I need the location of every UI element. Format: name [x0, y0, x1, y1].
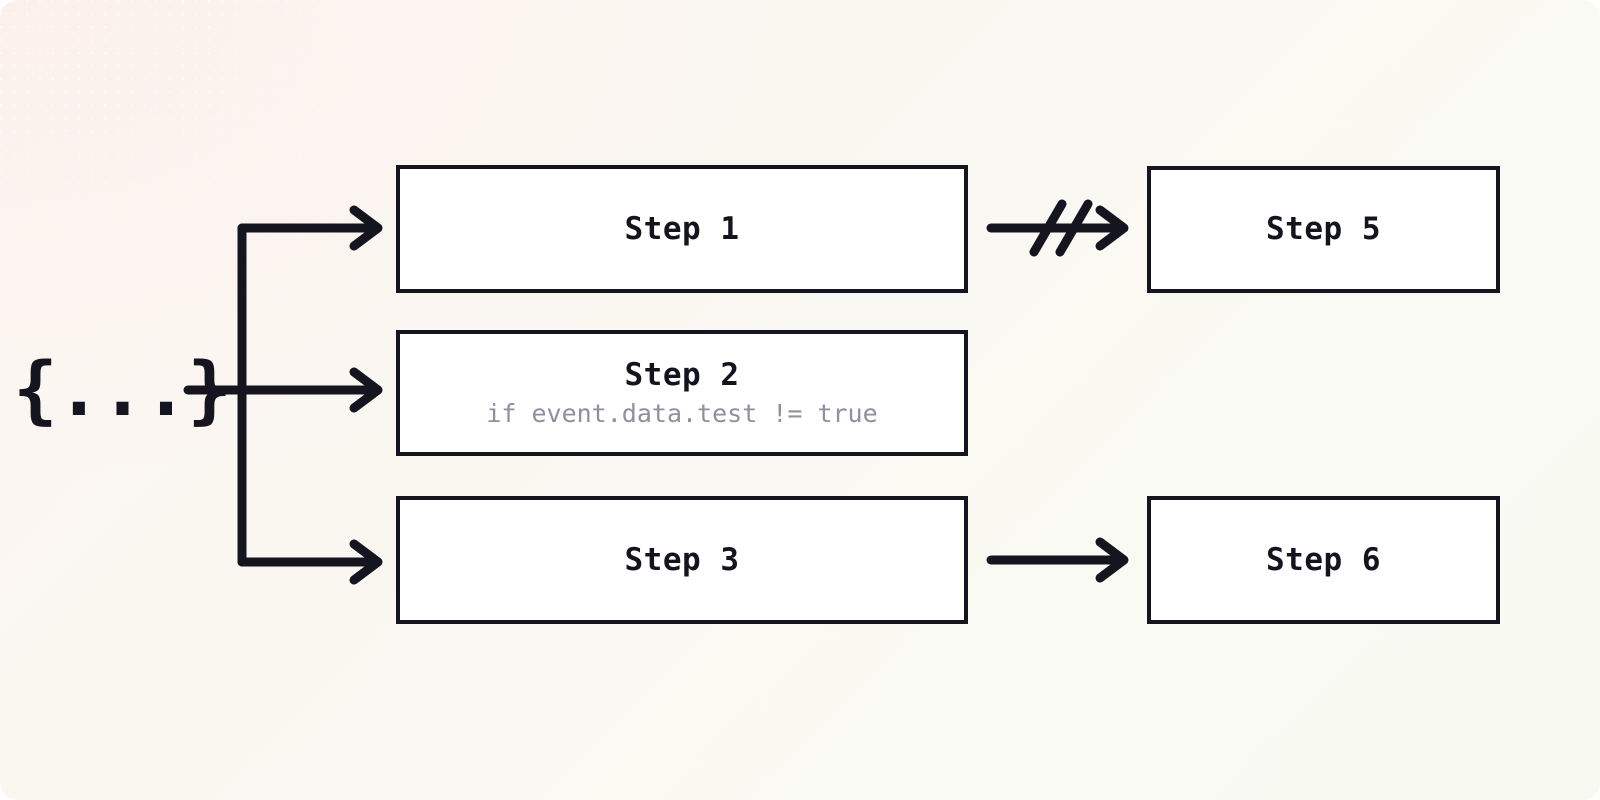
arrowhead-source-to-step-2: [349, 367, 383, 413]
step-box-step-2[interactable]: Step 2 if event.data.test != true: [396, 330, 968, 456]
arrowhead-step-3-to-step-6: [1095, 537, 1129, 583]
step-box-step-1[interactable]: Step 1: [396, 165, 968, 293]
step-title: Step 6: [1266, 541, 1381, 578]
step-title: Step 5: [1266, 211, 1381, 248]
step-box-step-3[interactable]: Step 3: [396, 496, 968, 624]
source-node-json[interactable]: {...}: [13, 348, 232, 432]
arrowhead-source-to-step-1: [349, 205, 383, 251]
arrowhead-step-1-to-step-5: [1095, 205, 1129, 251]
step-title: Step 2: [624, 357, 740, 394]
step-title: Step 1: [624, 210, 740, 247]
break-slash-second-icon: [1055, 199, 1093, 257]
source-node-label: {...}: [13, 347, 232, 433]
step-box-step-6[interactable]: Step 6: [1147, 496, 1500, 624]
break-slash-first-icon: [1029, 199, 1067, 257]
arrowhead-source-to-step-3: [349, 539, 383, 585]
step-condition-expression: if event.data.test != true: [486, 398, 878, 428]
step-title: Step 3: [624, 541, 740, 578]
step-box-step-5[interactable]: Step 5: [1147, 166, 1500, 293]
